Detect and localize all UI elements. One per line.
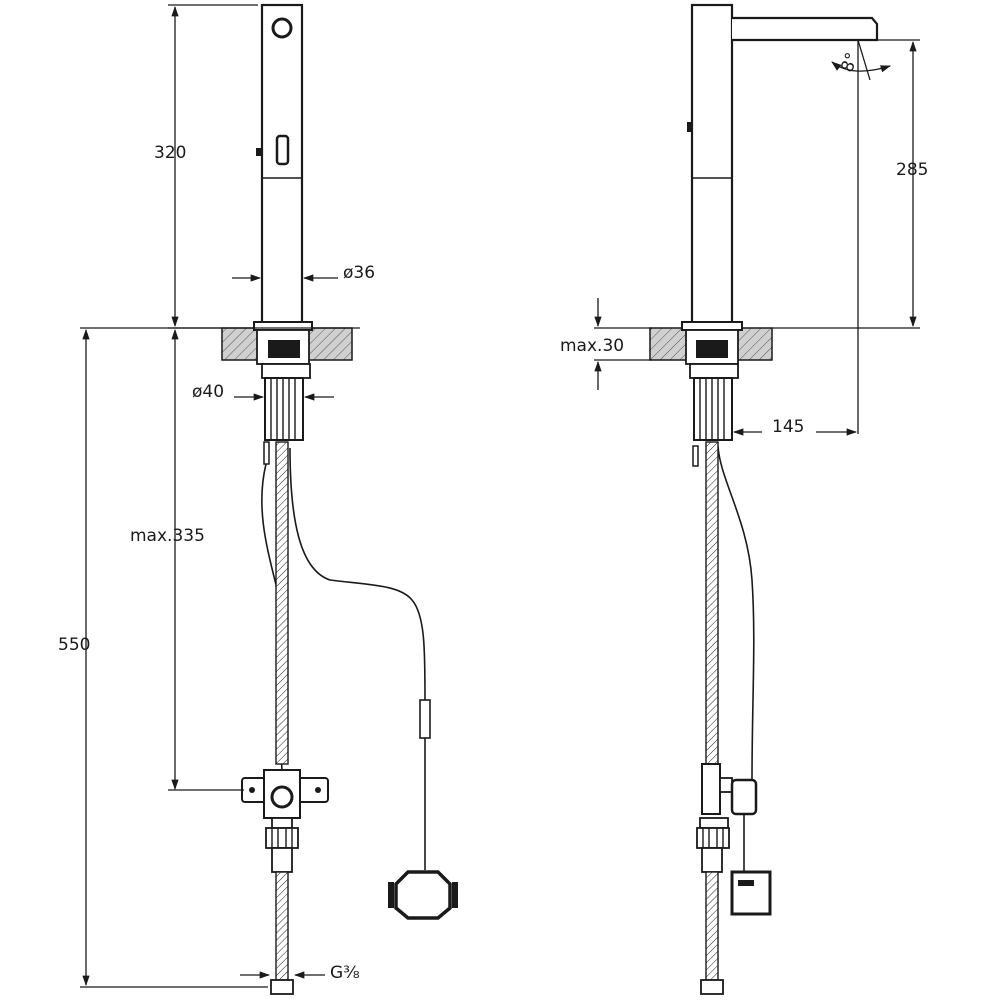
side-hose-upper	[705, 441, 719, 765]
side-battery-box-icon	[730, 870, 772, 916]
sensor-slot-icon	[275, 134, 290, 166]
side-spout-arm	[732, 16, 879, 42]
front-flange	[253, 321, 313, 331]
label-body-diameter: ø40	[192, 382, 224, 402]
side-view	[649, 3, 879, 995]
side-flange	[681, 321, 743, 331]
label-thread: G⅜	[330, 963, 360, 983]
battery-box-icon	[388, 870, 458, 920]
side-spout-body	[690, 3, 734, 325]
label-spout-diameter: ø36	[343, 263, 375, 283]
label-max-cable: max.335	[130, 526, 205, 546]
side-hose-nut	[700, 979, 724, 995]
front-dimensions: 320 ø36 ø40 max.335 550 G⅜	[58, 4, 375, 988]
sensor-window-icon	[271, 17, 293, 39]
label-side-height: 285	[896, 160, 928, 180]
front-hose-lower	[275, 871, 289, 981]
front-mounting-bracket	[241, 769, 329, 873]
front-hose-nut	[270, 979, 294, 995]
front-view	[221, 3, 458, 995]
cable-connector	[419, 699, 431, 739]
side-valve-block	[696, 763, 758, 873]
front-battery-cable	[289, 447, 426, 701]
side-hose-lower	[705, 871, 719, 981]
label-height-spout: 320	[154, 143, 186, 163]
front-hose-upper	[275, 441, 289, 765]
side-dimensions: 285 max.30 145 8°	[560, 39, 928, 440]
label-reach: 145	[772, 417, 804, 437]
label-max-counter: max.30	[560, 336, 624, 356]
side-cable	[717, 445, 755, 781]
label-total-length: 550	[58, 635, 90, 655]
